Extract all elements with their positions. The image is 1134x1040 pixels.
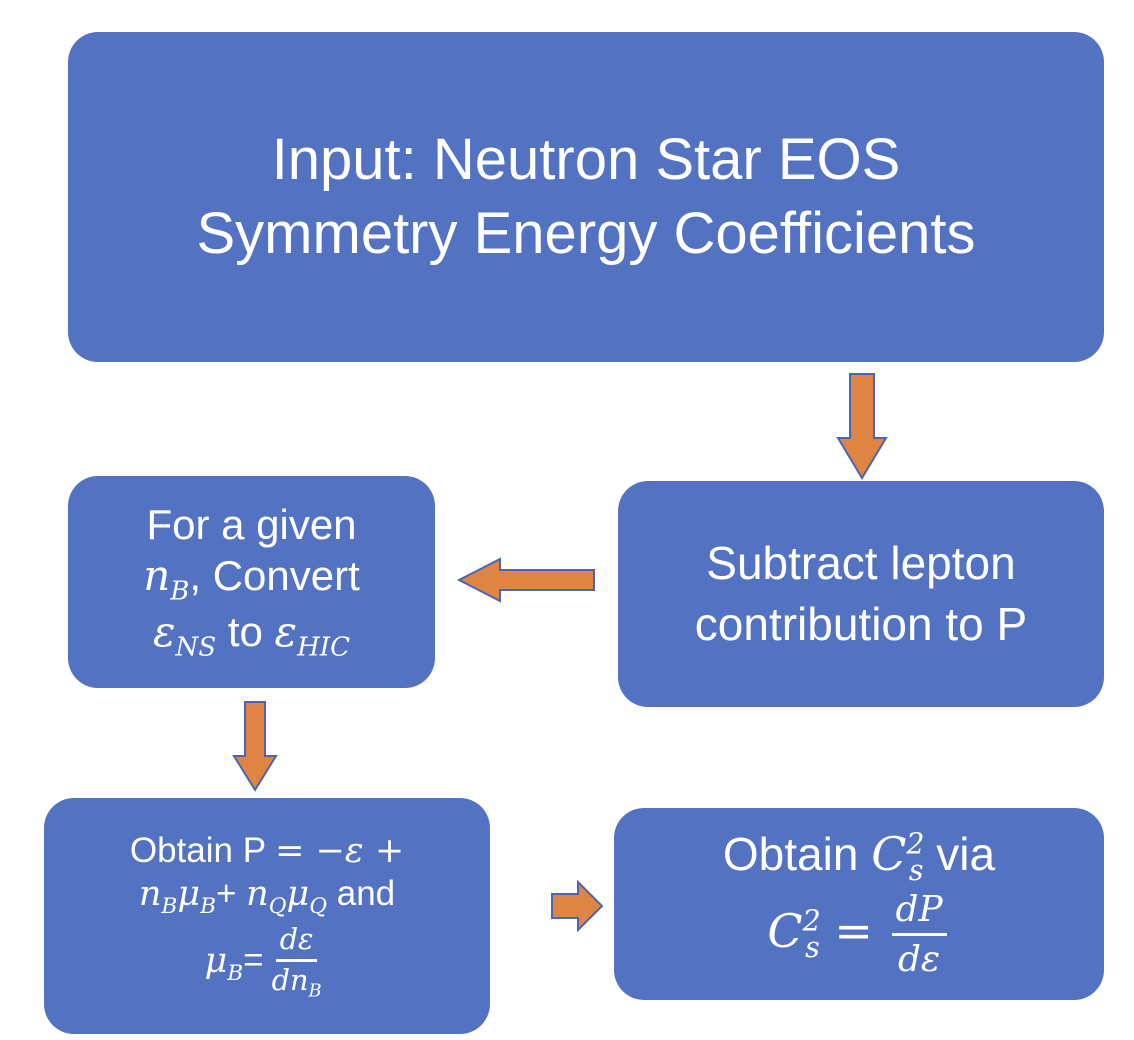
eps-ns-symbol: εNS	[153, 607, 217, 663]
input-title: Input: Neutron Star EOS	[271, 126, 901, 192]
subtract-line1: Subtract lepton	[706, 537, 1016, 590]
subtract-line2: contribution to P	[694, 598, 1028, 650]
pressure-line1: Obtain P = −ε +	[129, 831, 405, 872]
pressure-line2: nBμB+ nQμQ and	[138, 873, 396, 919]
eps-hic-symbol: εHIC	[274, 607, 350, 663]
cs2-symbol: C2s	[871, 826, 925, 887]
subtract-lepton-box: Subtract lepton contribution to P	[618, 481, 1104, 707]
nB-symbol: nB	[143, 550, 190, 606]
arrow-subtract-to-convert	[456, 557, 596, 603]
arrow-input-to-subtract	[836, 372, 888, 482]
convert-line3: εNS to εHIC	[153, 607, 350, 663]
arrow-pressure-to-sound	[550, 880, 604, 932]
convert-epsilon-box: For a given nB, Convert εNS to εHIC	[68, 476, 435, 688]
arrow-convert-to-pressure	[232, 700, 278, 792]
convert-line2: nB, Convert	[143, 550, 360, 606]
input-box: Input: Neutron Star EOS Symmetry Energy …	[68, 32, 1104, 362]
sound-line1: Obtain C2s via	[722, 826, 996, 887]
convert-line1: For a given	[146, 501, 357, 549]
input-subtitle: Symmetry Energy Coefficients	[196, 201, 976, 266]
